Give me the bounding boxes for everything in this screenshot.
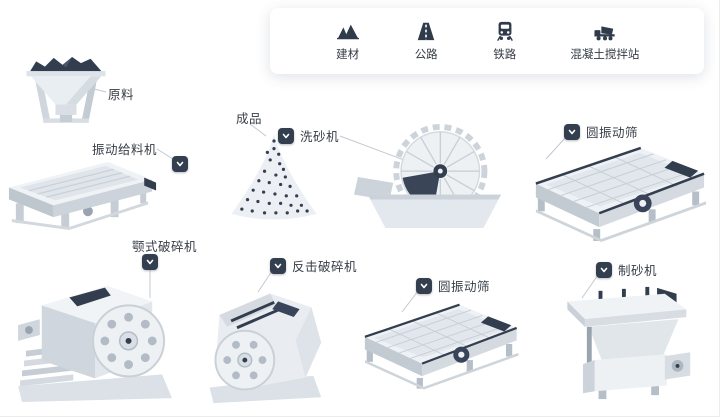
- label-text: 反击破碎机: [292, 259, 358, 274]
- circular-vibrating-screen-top-illustration: [534, 146, 708, 244]
- legend-item-highway: 公路: [413, 20, 439, 62]
- hotspot-sand-washer[interactable]: [278, 127, 294, 144]
- hotspot-jaw-crusher[interactable]: [142, 254, 158, 270]
- label-text: 圆振动筛: [438, 279, 491, 294]
- label-circular-vibrating-screen-top: 圆振动筛: [564, 122, 638, 141]
- jaw-crusher-illustration: [18, 285, 172, 403]
- sand-making-machine-illustration: [567, 286, 691, 400]
- label-text: 圆振动筛: [586, 125, 639, 140]
- chevron-down-icon: [274, 263, 282, 268]
- label-sand-washer: 洗砂机: [278, 126, 339, 145]
- label-raw-material: 原料: [108, 84, 134, 103]
- railway-train-icon: [496, 21, 513, 41]
- label-sand-making-machine: 制砂机: [596, 260, 657, 279]
- application-legend-card: 建材 公路 铁路 混凝: [270, 8, 704, 74]
- raw-material-hopper-illustration: [26, 57, 106, 123]
- finished-product-pile-illustration: [231, 133, 317, 220]
- legend-label: 铁路: [493, 47, 517, 61]
- legend-item-concrete-mixing-plant: 混凝土搅拌站: [570, 20, 639, 62]
- label-text: 洗砂机: [300, 129, 340, 144]
- label-text: 成品: [236, 111, 263, 126]
- building-materials-icon: [336, 24, 359, 40]
- highway-icon: [417, 22, 435, 41]
- chevron-down-icon: [176, 161, 184, 167]
- chevron-down-icon: [568, 129, 576, 134]
- label-impact-crusher: 反击破碎机: [270, 256, 357, 275]
- hotspot-impact-crusher[interactable]: [270, 257, 286, 274]
- chevron-down-icon: [420, 283, 428, 288]
- hotspot-circular-vibrating-screen-top[interactable]: [564, 123, 580, 140]
- impact-crusher-illustration: [209, 293, 322, 404]
- vibrating-feeder-illustration: [8, 161, 157, 231]
- hotspot-circular-vibrating-screen-bottom[interactable]: [416, 277, 432, 294]
- sand-washer-illustration: [354, 124, 502, 228]
- chevron-down-icon: [600, 267, 608, 272]
- label-circular-vibrating-screen-bottom: 圆振动筛: [416, 276, 490, 295]
- label-text: 振动给料机: [92, 142, 158, 157]
- legend-label: 混凝土搅拌站: [570, 47, 640, 61]
- legend-label: 建材: [336, 47, 360, 61]
- legend-label: 公路: [414, 47, 438, 61]
- label-text: 颚式破碎机: [132, 239, 198, 254]
- label-jaw-crusher: 颚式破碎机: [132, 236, 197, 255]
- label-finished-product: 成品: [236, 108, 262, 127]
- label-text: 原料: [108, 87, 135, 102]
- chevron-down-icon: [282, 133, 290, 138]
- hotspot-sand-making-machine[interactable]: [596, 261, 612, 278]
- label-text: 制砂机: [618, 263, 658, 278]
- concrete-mixer-truck-icon: [594, 26, 615, 41]
- legend-item-building-materials: 建材: [335, 20, 361, 62]
- label-vibrating-feeder: 振动给料机: [92, 139, 157, 158]
- chevron-down-icon: [146, 259, 154, 265]
- circular-vibrating-screen-bottom-illustration: [363, 303, 520, 391]
- legend-item-railway: 铁路: [492, 20, 518, 62]
- hotspot-vibrating-feeder[interactable]: [172, 156, 188, 172]
